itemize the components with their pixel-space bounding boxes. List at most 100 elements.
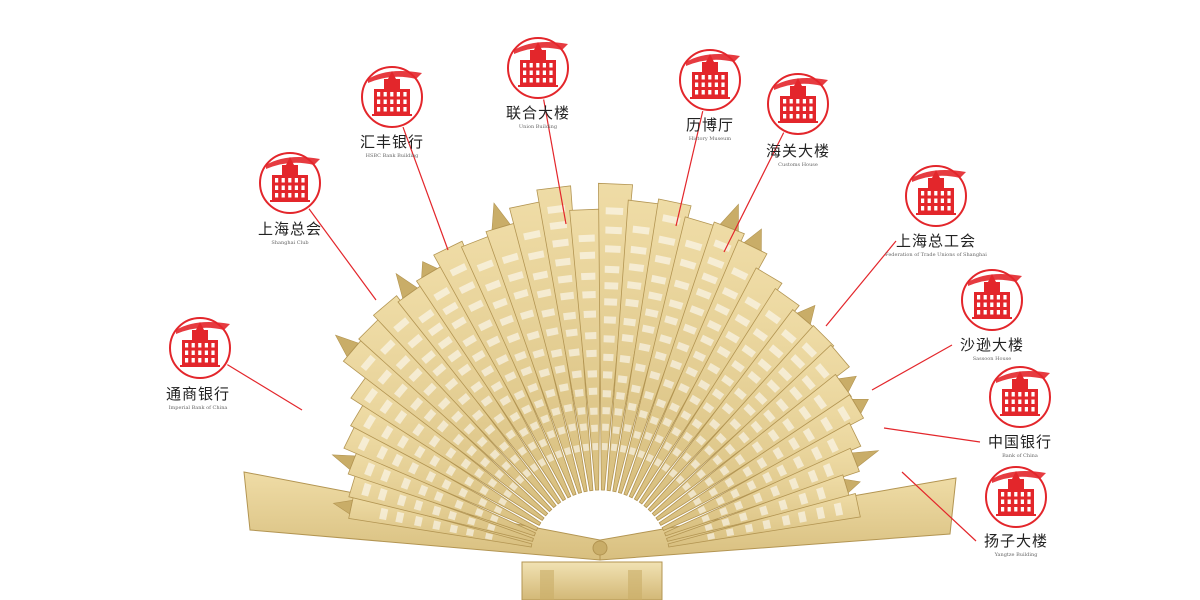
fan-window-cutout	[380, 469, 391, 483]
fan-tower-tip	[332, 499, 353, 515]
fan-window-cutout	[715, 496, 725, 506]
building-base	[916, 213, 956, 215]
fan-pivot	[592, 540, 608, 556]
fan-window-cutout	[711, 388, 725, 401]
building-window	[396, 107, 400, 112]
building-window	[1024, 392, 1028, 397]
fan-window-cutout	[649, 370, 661, 381]
building-window	[281, 178, 285, 183]
fan-window-cutout	[744, 296, 761, 311]
fan-window-cutout	[563, 311, 577, 321]
building-window	[1011, 407, 1015, 412]
building-icon	[518, 42, 558, 87]
fan-window-cutout	[498, 497, 508, 506]
building-window	[789, 114, 793, 119]
fan-window-cutout	[464, 476, 475, 487]
fan-tower-tip	[395, 272, 418, 299]
fan-window-cutout	[532, 270, 549, 281]
fan-window-cutout	[714, 303, 730, 316]
fan-window-cutout	[589, 407, 598, 415]
fan-window-cutout	[508, 482, 518, 491]
fan-window-cutout	[638, 409, 648, 419]
fan-window-cutout	[766, 379, 781, 393]
fan-handle-detail	[628, 570, 642, 600]
fan-window-cutout	[664, 315, 679, 326]
fan-window-cutout	[781, 329, 797, 344]
fan-window-cutout	[756, 457, 768, 469]
fan-window-cutout	[554, 364, 566, 374]
building-window	[198, 350, 202, 355]
fan-window-cutout	[627, 402, 637, 412]
fan-window-cutout	[579, 251, 596, 260]
building-window	[721, 75, 725, 80]
fan-window-cutout	[414, 445, 426, 459]
building-window	[383, 99, 387, 104]
building-window	[536, 78, 540, 83]
fan-window-cutout	[457, 363, 472, 377]
fan-window-cutout	[532, 348, 545, 359]
fan-window-cutout	[484, 532, 494, 540]
building-window	[708, 82, 712, 87]
fan-window-cutout	[617, 375, 628, 384]
fan-window-cutout	[645, 453, 654, 463]
fan-window-cutout	[626, 281, 642, 290]
building-tower	[702, 62, 718, 72]
fan-window-cutout	[685, 366, 699, 378]
building-tower	[384, 79, 400, 89]
fan-window-cutout	[712, 454, 723, 466]
fan-window-cutout	[682, 323, 697, 335]
building-window	[523, 70, 527, 75]
landmark-name: 上海总会	[258, 220, 322, 238]
building-window	[796, 114, 800, 119]
fan-window-cutout	[425, 471, 437, 483]
building-tower	[984, 282, 1000, 292]
fan-window-cutout	[441, 479, 452, 490]
fan-window-cutout	[630, 245, 647, 255]
fan-window-cutout	[515, 475, 525, 485]
fan-window-cutout	[573, 444, 581, 453]
fan-window-cutout	[484, 279, 502, 292]
fan-window-cutout	[833, 502, 844, 516]
building-window	[934, 198, 938, 203]
fan-tower-tip	[743, 228, 762, 252]
building-window	[983, 295, 987, 300]
building-window	[783, 99, 787, 104]
building-window	[185, 350, 189, 355]
fan-window-cutout	[679, 258, 697, 270]
fan-window-cutout	[763, 409, 776, 423]
building-window	[983, 302, 987, 307]
fan-window-cutout	[468, 299, 484, 313]
fan-window-cutout	[820, 416, 834, 432]
fan-window-cutout	[741, 344, 757, 358]
fan-window-cutout	[377, 369, 393, 385]
fan-window-cutout	[601, 443, 608, 451]
fan-window-cutout	[501, 252, 519, 264]
callout-lines	[227, 99, 981, 542]
fan-tower-tip	[491, 202, 511, 231]
fan-window-cutout	[669, 359, 683, 371]
fan-window-cutout	[442, 301, 459, 316]
building-window	[542, 78, 546, 83]
building-base	[996, 514, 1036, 516]
ribbon-icon	[774, 78, 828, 90]
fan-window-cutout	[418, 309, 435, 324]
fan-tower-tip	[852, 399, 869, 414]
building-window	[536, 63, 540, 68]
building-window	[1018, 407, 1022, 412]
fan-window-cutout	[772, 447, 784, 460]
fan-window-cutout	[432, 505, 442, 516]
fan-window-cutout	[504, 371, 517, 382]
fan-window-cutout	[770, 485, 781, 497]
fan-window-cutout	[509, 454, 520, 464]
fan-window-cutout	[602, 407, 611, 415]
building-window	[1007, 499, 1011, 504]
fan-window-cutout	[682, 452, 692, 463]
fan-tower-tip	[719, 203, 739, 232]
fan-window-cutout	[721, 374, 735, 387]
fan-window-cutout	[433, 286, 451, 301]
fan-window-cutout	[533, 398, 545, 409]
fan-window-cutout	[690, 459, 701, 470]
fan-window-cutout	[501, 461, 512, 471]
